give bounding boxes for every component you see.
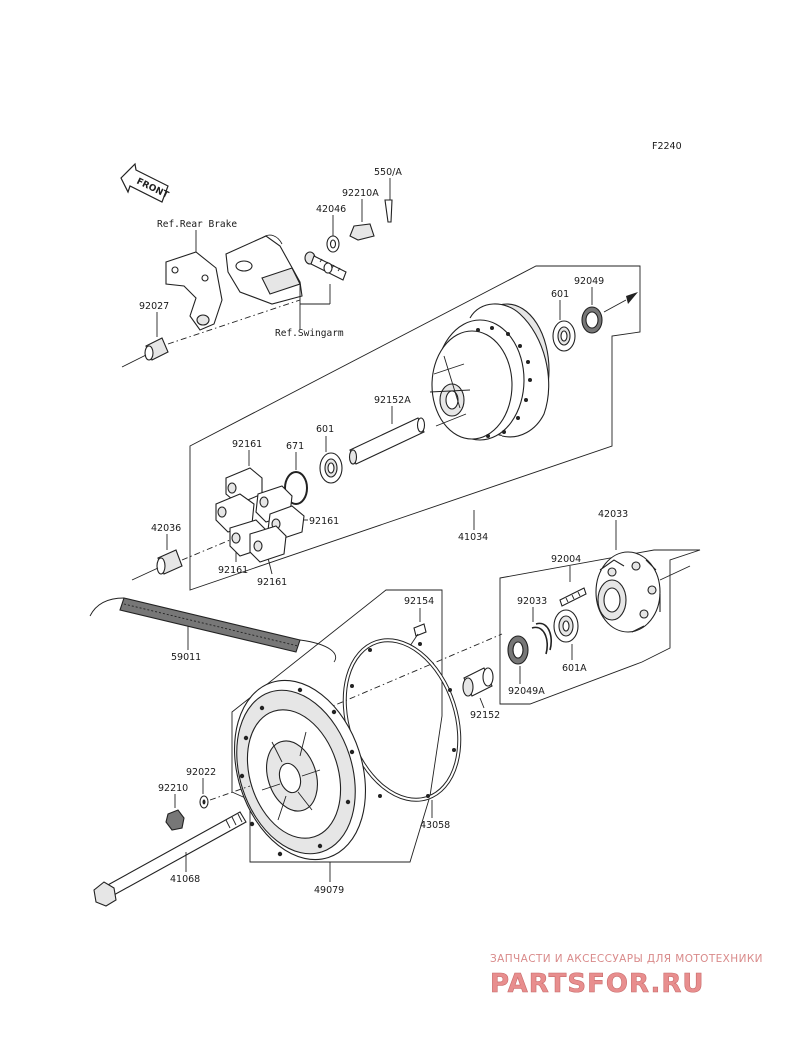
cotter-pin <box>384 199 393 223</box>
rear-hub-41034 <box>429 303 550 441</box>
watermark-tagline: ЗАПЧАСТИ И АКСЕССУАРЫ ДЛЯ МОТОТЕХНИКИ <box>490 953 763 965</box>
ref-swingarm-label: Ref.Swingarm <box>275 328 344 339</box>
part-label-59011: 59011 <box>171 652 201 663</box>
part-label-92154: 92154 <box>404 596 434 607</box>
part-label-49079: 49079 <box>314 885 344 896</box>
spacer-92152a <box>348 417 426 465</box>
part-label-550a: 550/A <box>374 167 402 178</box>
oil-seal-92049a <box>507 635 529 665</box>
drive-chain-59011 <box>89 597 336 663</box>
part-label-92210a: 92210A <box>342 188 379 199</box>
o-ring-671 <box>284 471 308 505</box>
watermark-brand: PARTSFOR.RU <box>490 969 704 999</box>
ref-rear-brake-label: Ref.Rear Brake <box>157 219 237 230</box>
collar-92027 <box>144 337 169 361</box>
part-label-42033: 42033 <box>598 509 628 520</box>
part-label-92152a: 92152A <box>374 395 411 406</box>
part-label-42046: 42046 <box>316 204 346 215</box>
washer-92022 <box>199 795 209 809</box>
part-label-41068: 41068 <box>170 874 200 885</box>
wheel-rim-49079 <box>233 679 367 861</box>
stud-92004 <box>559 587 587 607</box>
axle-41068 <box>93 811 247 907</box>
part-label-601-top: 601 <box>551 289 569 300</box>
screw-92154 <box>409 623 427 647</box>
circlip-92033 <box>531 622 552 655</box>
bearing-601-top <box>552 320 576 352</box>
coupling-hub-42033 <box>595 551 661 633</box>
bearing-601-mid <box>319 452 343 484</box>
part-label-41034: 41034 <box>458 532 488 543</box>
spacer-92152 <box>462 667 494 697</box>
part-label-601-mid: 601 <box>316 424 334 435</box>
collar-42046 <box>326 235 340 253</box>
part-label-671: 671 <box>286 441 304 452</box>
part-label-43058: 43058 <box>420 820 450 831</box>
bearing-601a <box>553 609 579 643</box>
adjuster-bolt <box>304 251 347 281</box>
part-label-92004: 92004 <box>551 554 581 565</box>
front-arrow-icon: FRONT <box>120 162 171 203</box>
part-label-92210: 92210 <box>158 783 188 794</box>
collar-42036 <box>156 549 183 575</box>
figure-code: F2240 <box>652 141 682 152</box>
part-label-92033: 92033 <box>517 596 547 607</box>
part-label-92161-a: 92161 <box>232 439 262 450</box>
part-label-92027: 92027 <box>139 301 169 312</box>
brake-bracket <box>165 251 223 331</box>
axle-nut-92210 <box>165 809 185 831</box>
part-label-92161-c: 92161 <box>218 565 248 576</box>
hub-dampers-92161 <box>215 467 305 563</box>
swingarm-end <box>225 234 303 305</box>
oil-seal-92049 <box>581 306 603 334</box>
castle-nut <box>349 223 375 241</box>
part-label-92049: 92049 <box>574 276 604 287</box>
part-label-92152: 92152 <box>470 710 500 721</box>
part-label-92161-d: 92161 <box>257 577 287 588</box>
part-label-92049a: 92049A <box>508 686 545 697</box>
part-label-92161-b: 92161 <box>309 516 339 527</box>
part-label-92022: 92022 <box>186 767 216 778</box>
part-label-601a: 601A <box>562 663 587 674</box>
part-label-42036: 42036 <box>151 523 181 534</box>
